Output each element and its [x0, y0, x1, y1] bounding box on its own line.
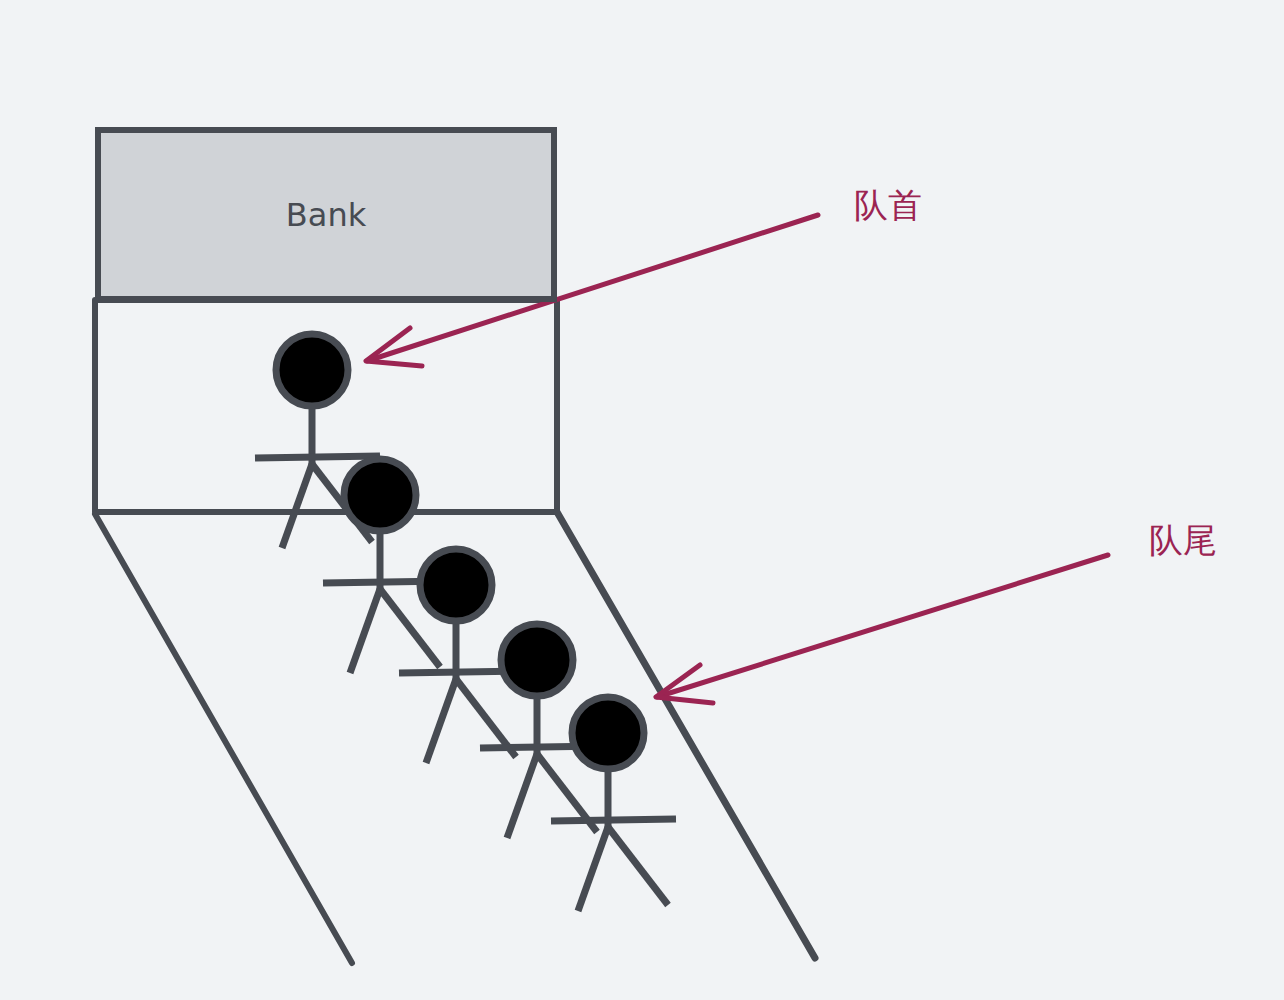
figure-leg	[608, 827, 668, 905]
stick-figure	[551, 697, 676, 911]
figure-leg	[507, 754, 537, 838]
callout-label: 队尾	[1149, 520, 1217, 561]
figure-head	[420, 549, 492, 621]
figure-head	[572, 697, 644, 769]
lane-right-edge	[557, 512, 815, 958]
figure-arms	[551, 819, 676, 821]
figure-head	[344, 459, 416, 531]
leader-line	[657, 555, 1108, 697]
lane-left-edge	[95, 514, 352, 963]
figure-leg	[350, 589, 380, 673]
figure-head	[276, 334, 348, 406]
figure-leg	[578, 827, 608, 911]
node-label: Bank	[286, 196, 366, 234]
figure-leg	[426, 679, 456, 763]
leader-arrowhead	[656, 665, 713, 703]
figure-leg	[282, 464, 312, 548]
callout-label: 队首	[854, 185, 922, 226]
figure-head	[501, 624, 573, 696]
people-queue	[255, 334, 676, 911]
figure-arms	[255, 456, 380, 458]
bank-box: Bank	[95, 127, 557, 302]
leader-arrowhead	[366, 328, 422, 366]
